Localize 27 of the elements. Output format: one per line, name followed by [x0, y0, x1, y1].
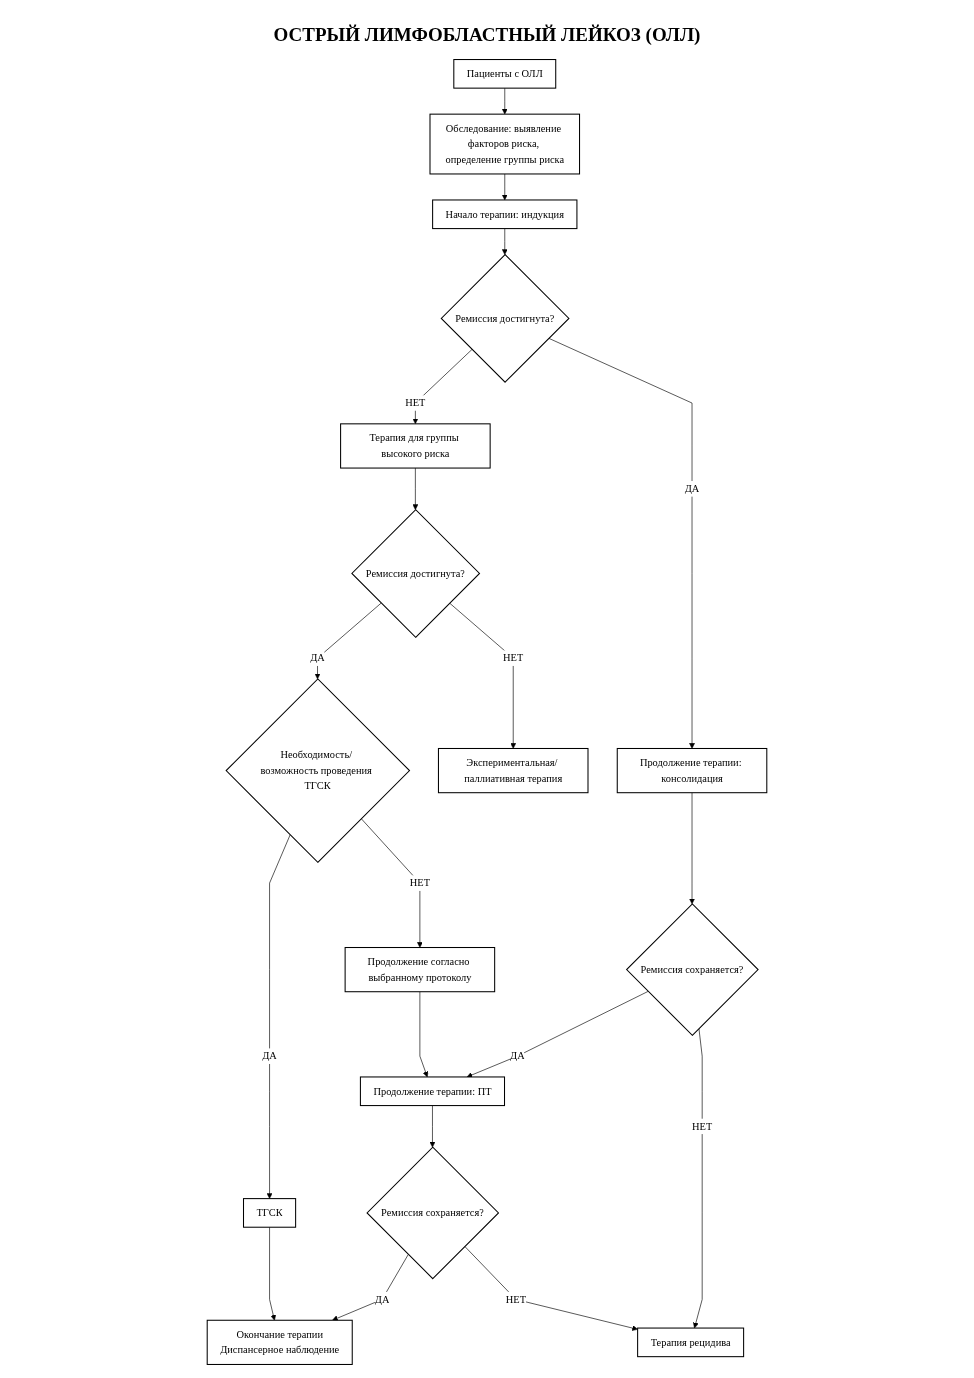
diagram-title: ОСТРЫЙ ЛИМФОБЛАСТНЫЙ ЛЕЙКОЗ (ОЛЛ) — [273, 24, 701, 46]
edge-label: НЕТ — [405, 397, 426, 409]
node-box: Начало терапии: индукция — [432, 199, 578, 230]
edge-label: ДА — [310, 652, 325, 664]
node-box: Продолжение согласно выбранному протоколу — [344, 947, 496, 993]
edge-label: НЕТ — [692, 1120, 713, 1132]
edge-label: ДА — [374, 1293, 390, 1305]
node-box: Экспериментальная/ паллиативная терапия — [437, 747, 589, 794]
node-diamond: Ремиссия достигнута? — [351, 508, 481, 639]
node-box: Пациенты с ОЛЛ — [453, 59, 557, 89]
node-box: ТГСК — [243, 1198, 297, 1228]
node-diamond: Необходимость/ возможность проведения ТГСК — [225, 678, 411, 863]
edge-label: ДА — [262, 1050, 277, 1062]
node-box: Окончание терапии Диспансерное наблюдение — [206, 1319, 353, 1365]
node-box: Продолжение терапии: ПТ — [359, 1076, 506, 1107]
node-diamond: Ремиссия сохраняется? — [366, 1146, 500, 1280]
edge-label: НЕТ — [503, 652, 524, 664]
node-box: Обследование: выявление факторов риска, определение группы риска — [429, 113, 581, 175]
edge-label: НЕТ — [505, 1293, 527, 1305]
edge-label: НЕТ — [409, 877, 430, 889]
node-diamond: Ремиссия сохраняется? — [625, 903, 759, 1037]
node-box: Терапия для группы высокого риска — [340, 423, 491, 469]
node-box: Продолжение терапии: консолидация — [616, 747, 768, 794]
node-box: Терапия рецидива — [637, 1327, 745, 1358]
edge-label: ДА — [684, 483, 700, 495]
edge-label: ДА — [510, 1050, 525, 1062]
node-diamond: Ремиссия достигнута? — [440, 253, 570, 383]
